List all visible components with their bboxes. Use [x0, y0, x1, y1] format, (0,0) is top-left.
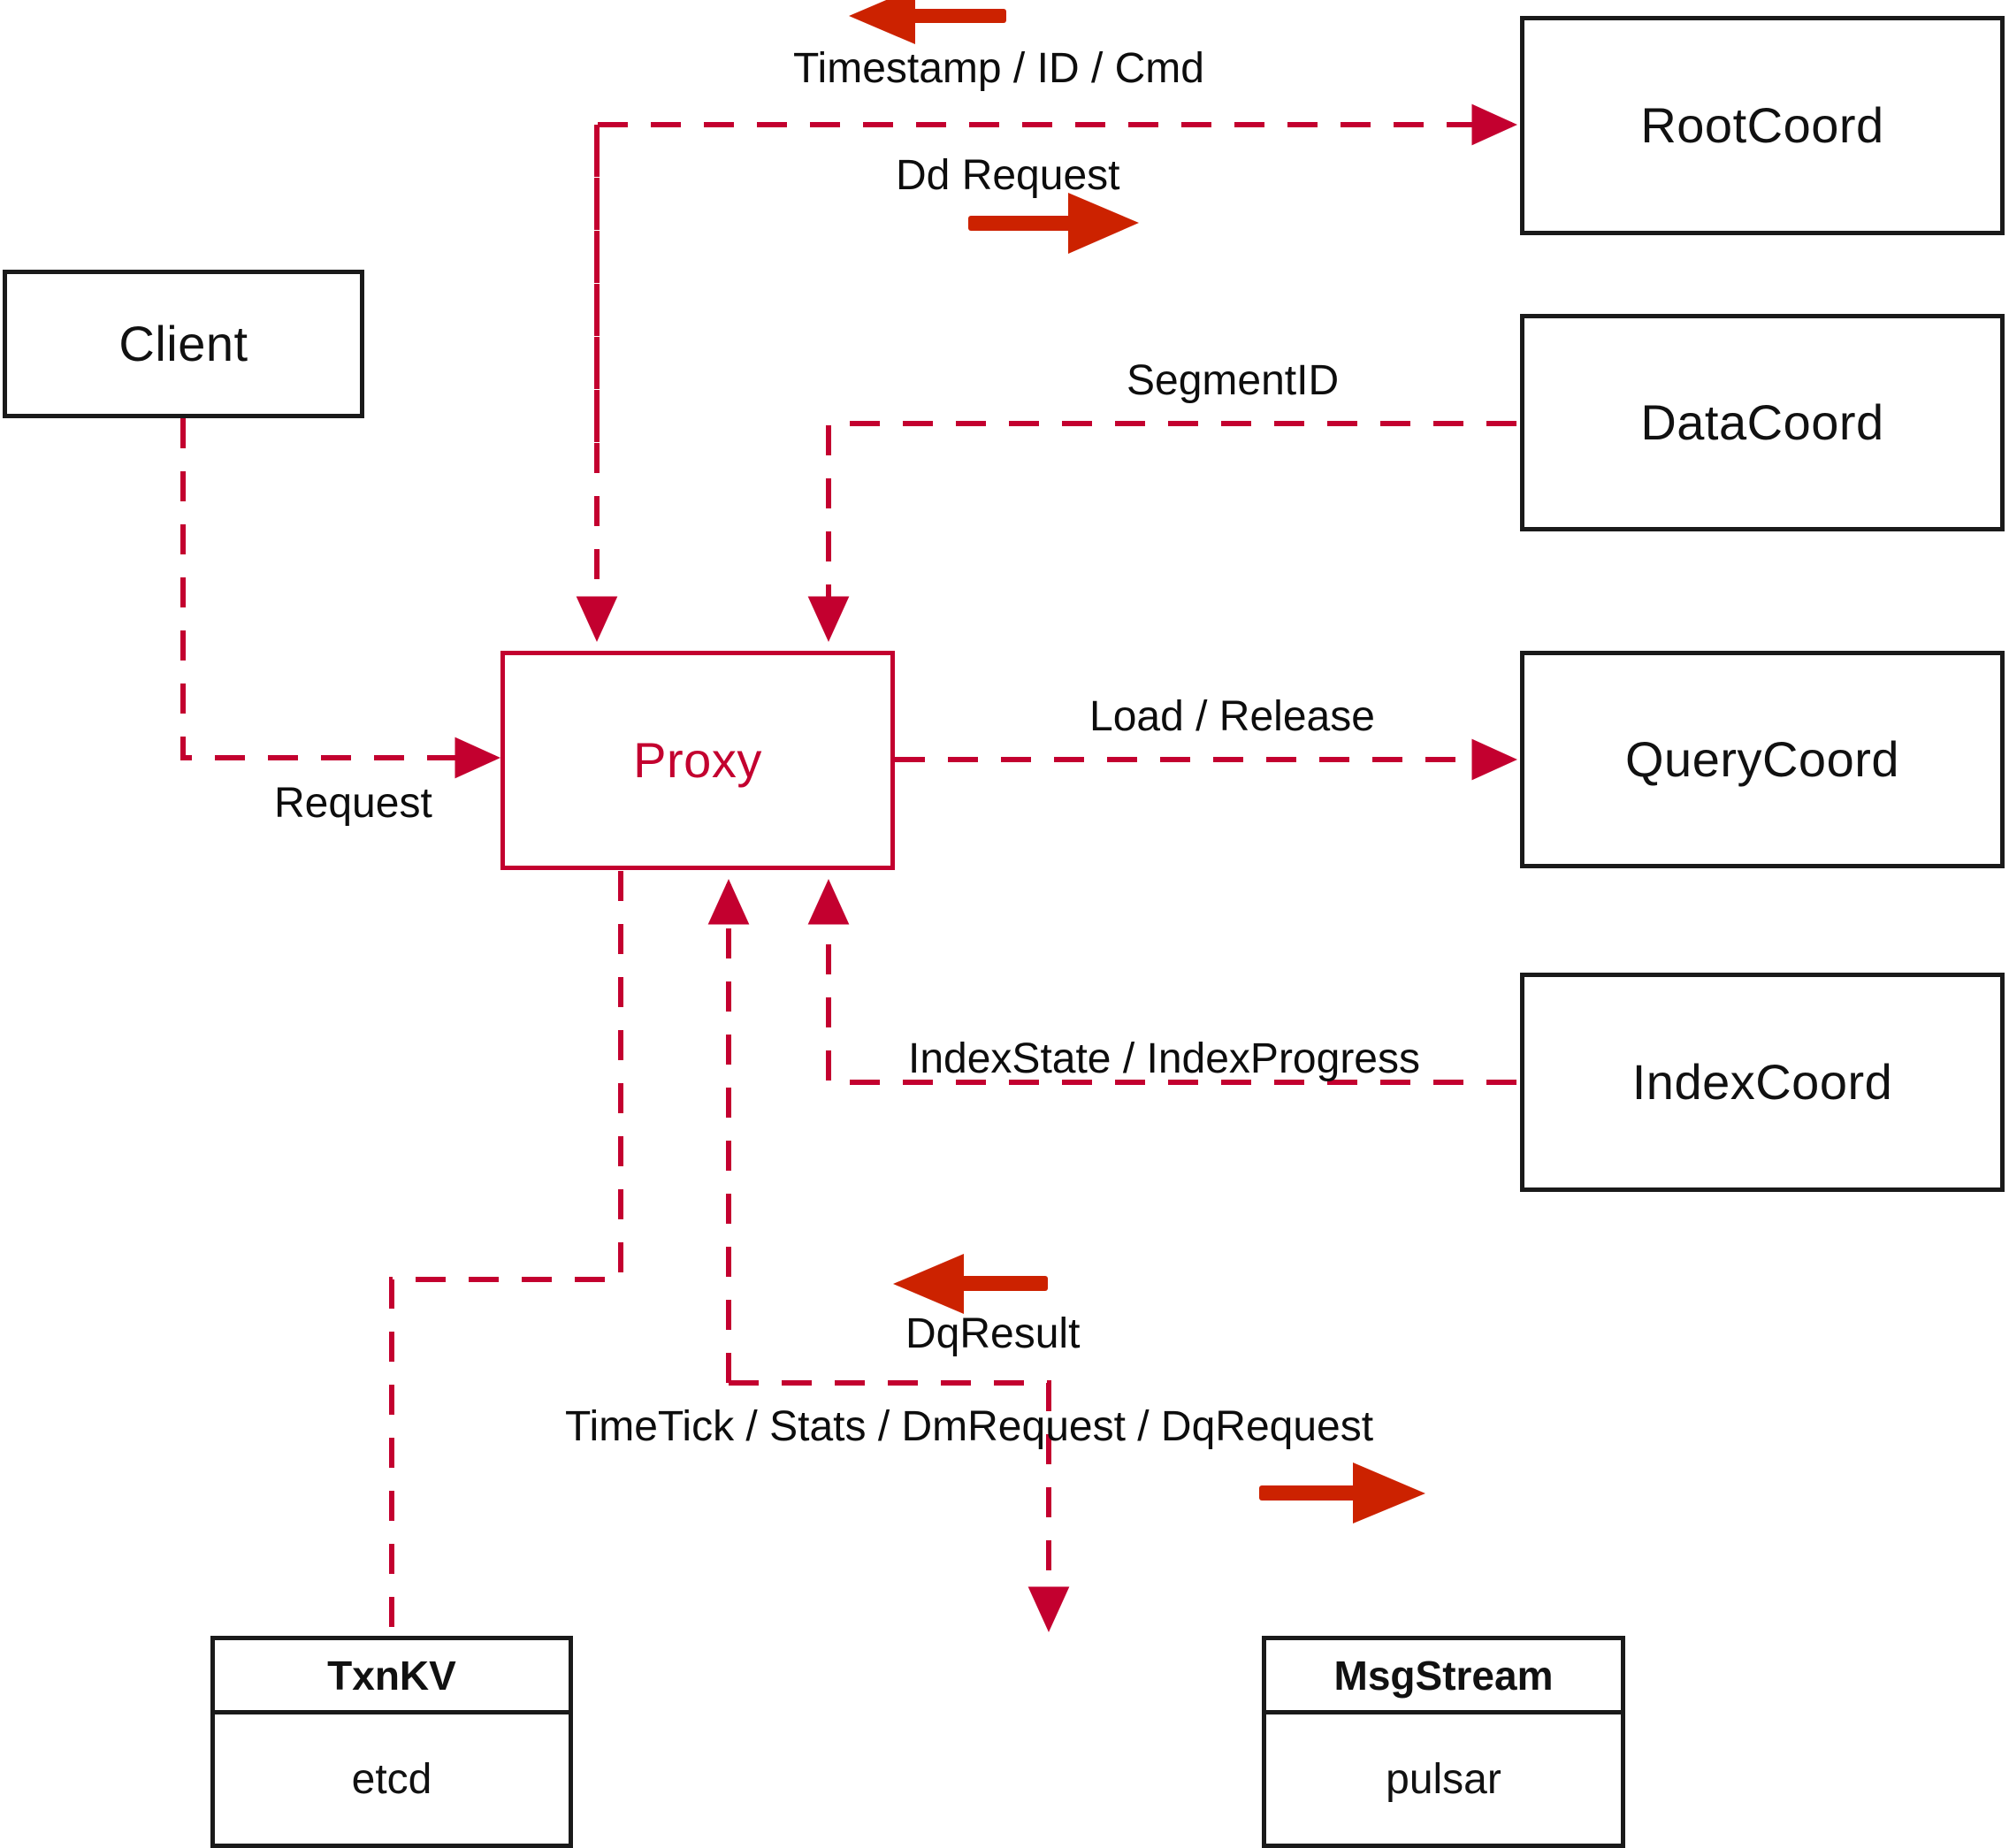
edge-proxy-txnkv	[389, 871, 623, 1636]
node-query-coord-label: QueryCoord	[1624, 731, 1900, 787]
node-msgstream-header: MsgStream	[1266, 1640, 1621, 1714]
node-client-label: Client	[118, 316, 248, 371]
edge-request	[180, 418, 501, 779]
node-data-coord[interactable]: DataCoord	[1520, 314, 2005, 531]
node-msgstream[interactable]: MsgStream pulsar	[1262, 1636, 1625, 1848]
edge-label-dd-request: Dd Request	[896, 152, 1120, 199]
node-msgstream-body-label: pulsar	[1386, 1755, 1501, 1803]
direction-arrow-group	[849, 0, 1425, 1523]
node-txnkv[interactable]: TxnKV etcd	[210, 1636, 573, 1848]
node-root-coord-label: RootCoord	[1640, 97, 1884, 153]
node-proxy[interactable]: Proxy	[500, 651, 895, 870]
node-txnkv-body-label: etcd	[351, 1755, 432, 1803]
node-index-coord-label: IndexCoord	[1631, 1054, 1893, 1110]
direction-arrow-timetick	[1259, 1462, 1425, 1523]
node-index-coord[interactable]: IndexCoord	[1520, 973, 2005, 1192]
node-msgstream-header-label: MsgStream	[1333, 1652, 1554, 1699]
edge-index-state-progress	[807, 878, 1516, 1085]
node-client[interactable]: Client	[3, 270, 364, 418]
direction-arrow-dq-result	[893, 1254, 1048, 1314]
node-query-coord[interactable]: QueryCoord	[1520, 651, 2005, 868]
edge-label-request: Request	[274, 780, 432, 827]
edge-dd-request	[594, 103, 1518, 442]
node-txnkv-header: TxnKV	[215, 1640, 569, 1714]
node-root-coord[interactable]: RootCoord	[1520, 16, 2005, 235]
node-txnkv-header-label: TxnKV	[327, 1652, 456, 1699]
edge-label-timestamp-id-cmd: Timestamp / ID / Cmd	[793, 45, 1204, 92]
edge-label-segment-id: SegmentID	[1127, 357, 1340, 404]
edge-label-index-state-progress: IndexState / IndexProgress	[908, 1035, 1420, 1082]
edge-label-timetick: TimeTick / Stats / DmRequest / DqRequest	[565, 1403, 1374, 1450]
edge-segment-id	[807, 421, 1516, 643]
node-proxy-label: Proxy	[633, 732, 762, 788]
direction-arrow-timestamp	[849, 0, 1006, 44]
edge-label-dq-result: DqResult	[905, 1310, 1081, 1357]
node-txnkv-body: etcd	[215, 1714, 569, 1844]
node-msgstream-body: pulsar	[1266, 1714, 1621, 1844]
node-data-coord-label: DataCoord	[1640, 394, 1884, 450]
direction-arrow-dd-request	[968, 193, 1139, 254]
edge-timetick-stats-dmrequest-dqrequest	[729, 1380, 1070, 1633]
edge-label-load-release: Load / Release	[1089, 693, 1375, 740]
